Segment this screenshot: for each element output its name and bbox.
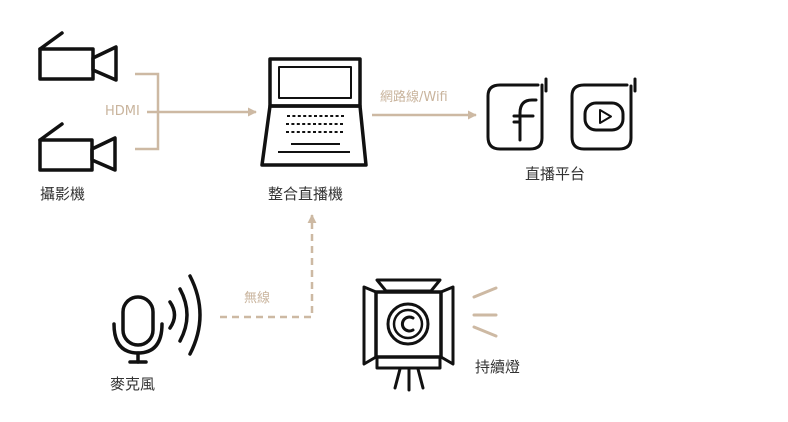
- computer-label: 整合直播機: [268, 185, 344, 203]
- platforms-label: 直播平台: [525, 165, 586, 183]
- video-camera-icon: [38, 31, 118, 82]
- video-camera-icon: [38, 122, 117, 172]
- microphone-label: 麥克風: [110, 375, 156, 393]
- studio-light-icon: [362, 278, 455, 392]
- facebook-icon: [486, 77, 548, 151]
- light-rays-icon: [472, 286, 498, 338]
- wireless-connector: [220, 214, 317, 319]
- laptop-icon: [260, 57, 368, 167]
- hdmi-label: HDMI: [103, 104, 142, 119]
- youtube-icon: [570, 77, 637, 151]
- network-label: 網路線/Wifi: [380, 90, 448, 105]
- cameras-label: 攝影機: [40, 185, 86, 203]
- hdmi-connector: [135, 72, 257, 151]
- light-label: 持續燈: [475, 358, 521, 376]
- wireless-label: 無線: [244, 291, 271, 306]
- microphone-icon: [112, 274, 202, 364]
